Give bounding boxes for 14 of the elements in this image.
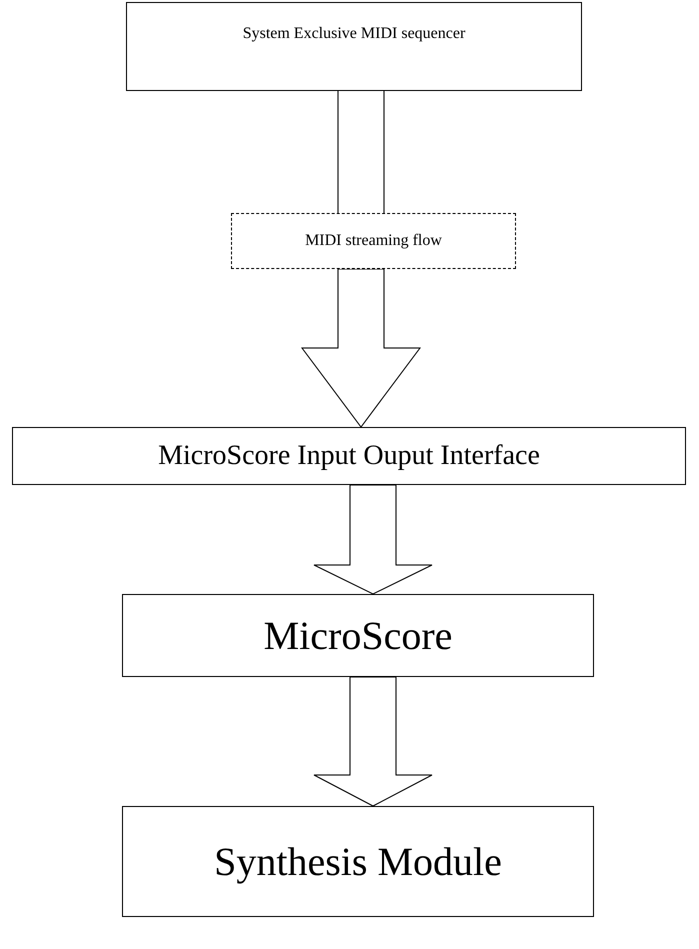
node-label: MicroScore Input Ouput Interface [158,440,540,472]
process-box [122,594,594,677]
process-box [12,427,686,485]
node-label: System Exclusive MIDI sequencer [242,25,466,43]
connector [338,90,384,214]
process-box [126,2,582,91]
process-box [122,806,594,917]
node-label: MIDI streaming flow [305,232,442,250]
dashed-box [231,213,516,269]
node-label: Synthesis Module [214,838,502,885]
node-label: MicroScore [264,612,452,659]
block-arrow [301,268,421,428]
block-arrow [314,676,432,807]
block-arrow [314,484,432,595]
